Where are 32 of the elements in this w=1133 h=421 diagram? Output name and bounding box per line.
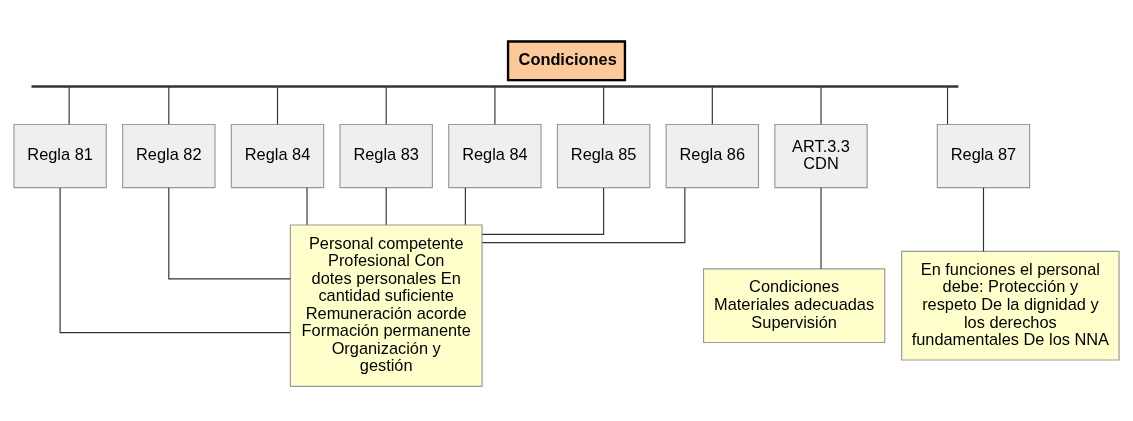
node-box: Regla 87: [936, 123, 1031, 188]
node-box: ART.3.3 CDN: [774, 123, 868, 188]
node-box: Personal competente Profesional Con dotes personales En cantidad suficiente Remuneración acorde Formación permanente Organización y gestión: [289, 223, 483, 387]
connector: [385, 86, 387, 125]
node-box: Regla 82: [122, 123, 216, 188]
connector: [820, 86, 822, 125]
connector: [59, 186, 291, 333]
connector: [168, 186, 291, 279]
connector: [982, 186, 985, 252]
node-box: Regla 84: [448, 123, 542, 188]
connector: [481, 186, 686, 243]
connector: [306, 186, 308, 225]
connector: [603, 86, 605, 125]
node-box: Regla 83: [339, 123, 433, 188]
node-box: Regla 85: [556, 123, 651, 188]
node-bar: [31, 84, 959, 88]
connector: [276, 86, 279, 125]
connector: [168, 86, 170, 125]
node-box: Regla 81: [13, 123, 107, 188]
connector: [68, 86, 70, 125]
node-box: Regla 86: [665, 123, 760, 188]
connector: [946, 86, 949, 125]
connector: [385, 186, 387, 225]
node-box: En funciones el personal debe: Protección y respeto De la dignidad y los derechos fundamentales De los NNA: [901, 250, 1120, 361]
connector: [820, 186, 822, 269]
node-box: Regla 84: [230, 123, 325, 188]
diagram-title: Condiciones: [518, 49, 617, 68]
connector: [464, 186, 466, 225]
node-box: Condiciones Materiales adecuadas Supervisión: [702, 267, 886, 343]
connector: [494, 86, 496, 125]
connector: [481, 186, 605, 235]
connector: [711, 86, 713, 125]
